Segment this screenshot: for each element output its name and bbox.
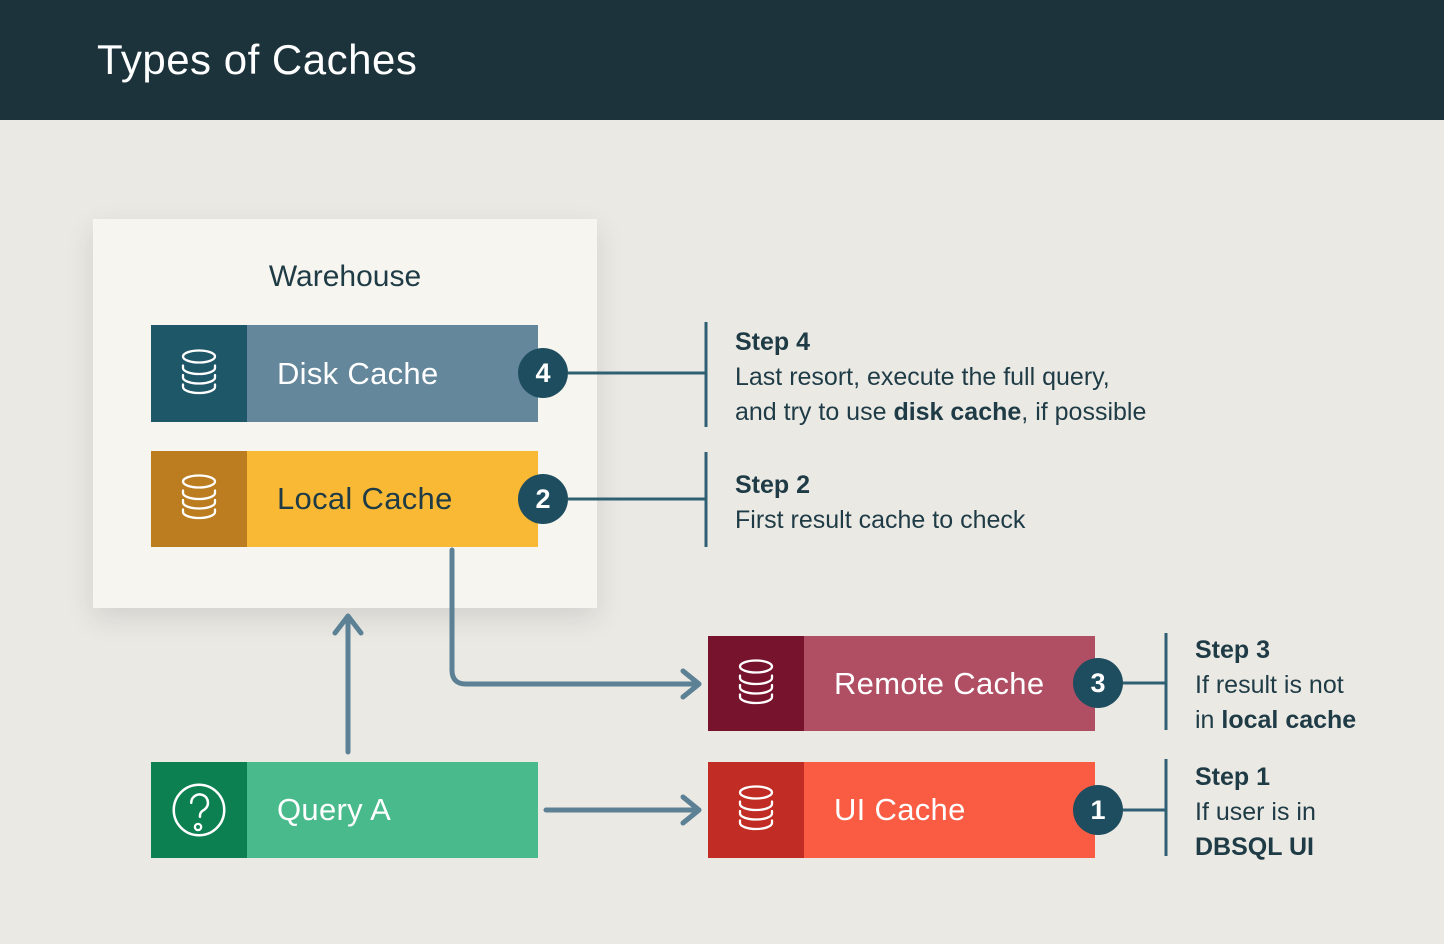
database-icon — [151, 325, 247, 422]
step-title: Step 2 — [735, 471, 811, 499]
step-description: If result is not — [1195, 671, 1344, 699]
node-label: Remote Cache — [834, 665, 1045, 701]
remote-cache-node: Remote Cache — [708, 636, 1095, 731]
step-description: and try to use disk cache, if possible — [735, 398, 1147, 426]
header-bar: Types of Caches — [0, 0, 1444, 120]
ui-cache-node: UI Cache — [708, 762, 1095, 858]
warehouse-label: Warehouse — [268, 260, 422, 293]
step-title: Step 4 — [735, 328, 811, 356]
step-description: Last resort, execute the full query, — [735, 363, 1110, 391]
arrow-query-to-ui-cache — [543, 794, 702, 826]
step-description: If user is in — [1195, 798, 1316, 826]
page-title: Types of Caches — [97, 36, 418, 83]
step-title: Step 3 — [1195, 636, 1271, 664]
arrow-query-to-warehouse — [332, 613, 364, 755]
question-mark-icon — [151, 762, 247, 858]
step-4-annotation: Step 4 Last resort, execute the full que… — [735, 325, 1146, 430]
step-3-annotation: Step 3 If result is not in local cache — [1195, 633, 1356, 738]
node-label: Query A — [277, 792, 392, 827]
step-description: First result cache to check — [735, 506, 1026, 534]
node-label: UI Cache — [834, 792, 966, 827]
step-description: in local cache — [1195, 706, 1357, 734]
step-badge-4: 4 — [518, 348, 568, 398]
step-1-annotation: Step 1 If user is in DBSQL UI — [1195, 760, 1316, 865]
step-title: Step 1 — [1195, 763, 1271, 791]
node-label: Local Cache — [277, 481, 453, 516]
database-icon — [708, 636, 804, 731]
query-a-node: Query A — [151, 762, 538, 858]
step-badge-2: 2 — [518, 474, 568, 524]
database-icon — [708, 762, 804, 858]
step-2-annotation: Step 2 First result cache to check — [735, 468, 1025, 538]
step-description: DBSQL UI — [1195, 833, 1314, 861]
step-badge-1: 1 — [1073, 785, 1123, 835]
step-badge-3: 3 — [1073, 658, 1123, 708]
local-cache-node: Local Cache — [151, 451, 538, 547]
disk-cache-node: Disk Cache — [151, 325, 538, 422]
node-label: Disk Cache — [277, 355, 439, 391]
database-icon — [151, 451, 247, 547]
